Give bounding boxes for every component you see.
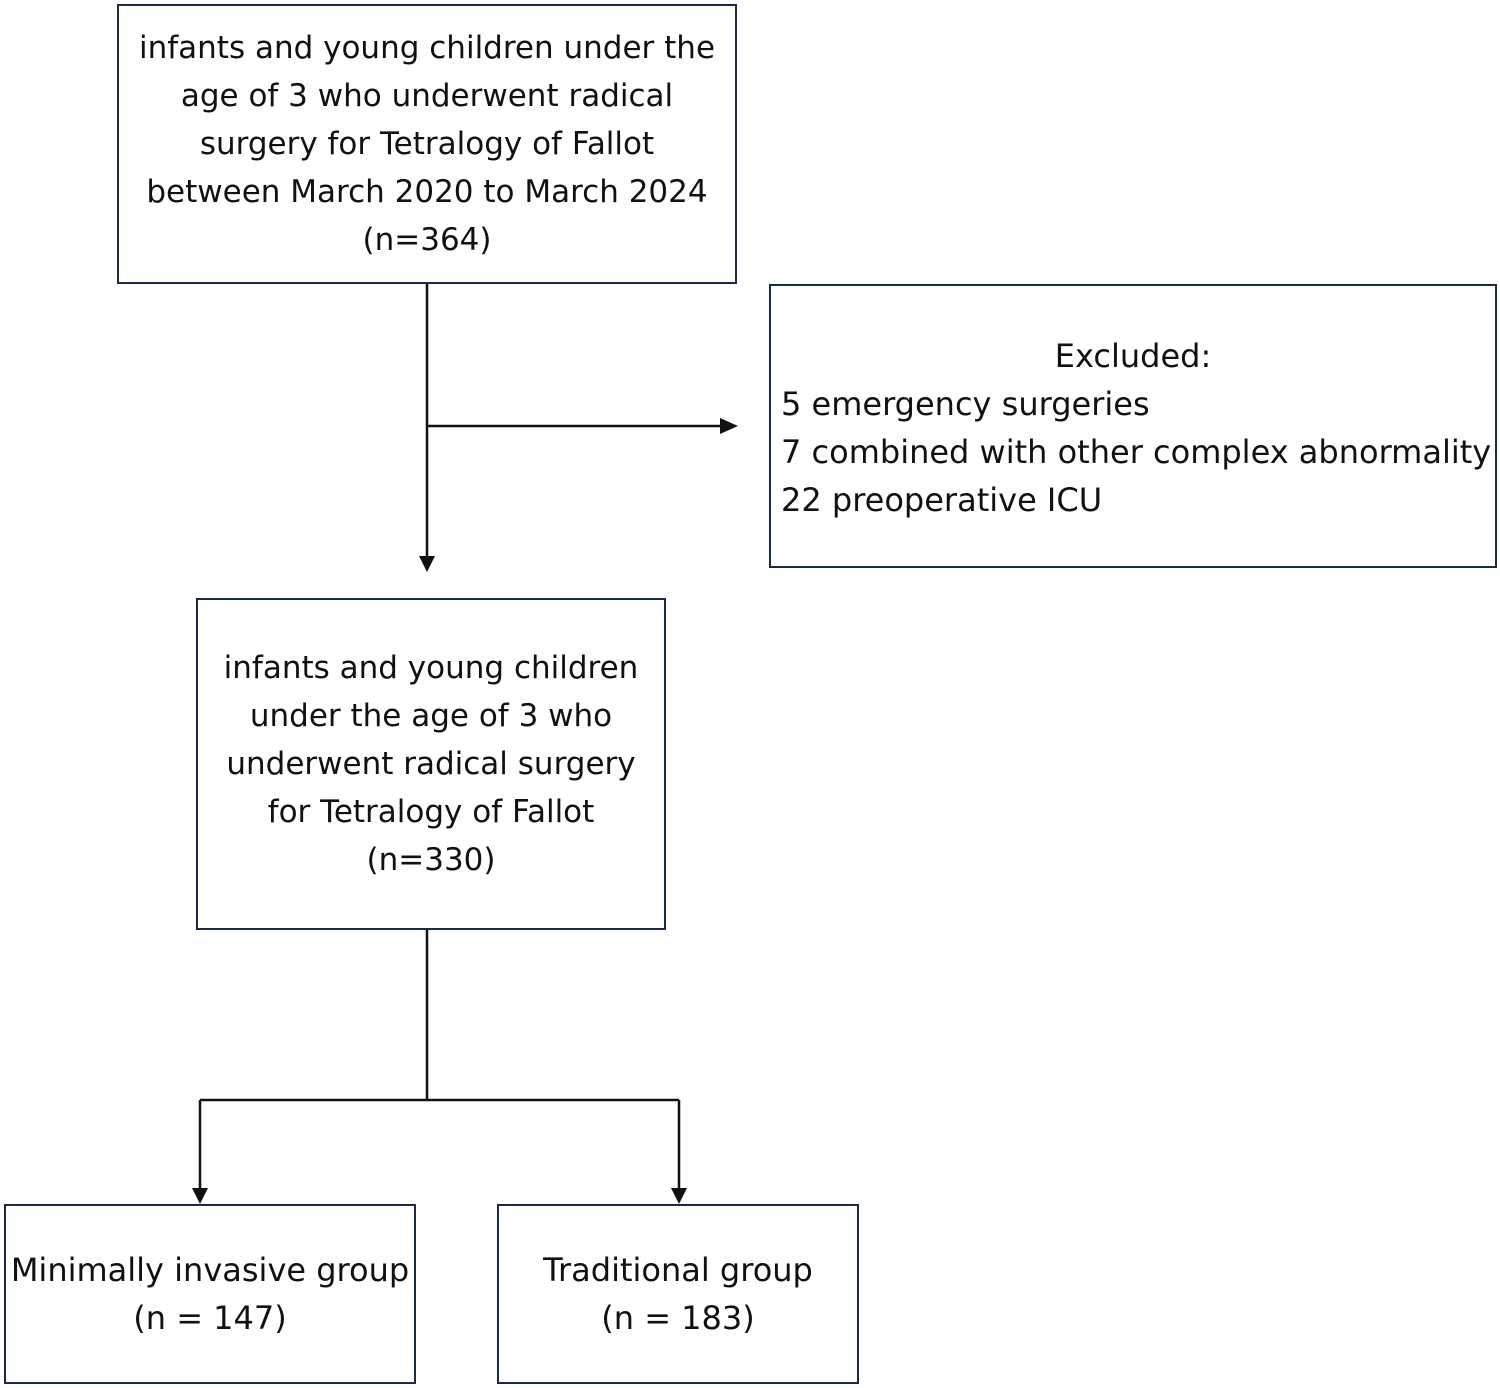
included-cohort-line-2: under the age of 3 who (249, 698, 613, 734)
total-cohort-line-1: infants and young children under the (138, 30, 716, 66)
total-cohort-line-4: between March 2020 to March 2024 (146, 174, 708, 210)
arrowhead-total-to-included (419, 556, 435, 572)
total-cohort-line-3: surgery for Tetralogy of Fallot (199, 126, 655, 162)
traditional-group-box: Traditional group (n = 183) (497, 1204, 859, 1384)
excluded-item-emergency: 5 emergency surgeries (781, 385, 1150, 423)
minimally-invasive-group-label: Minimally invasive group (10, 1251, 410, 1289)
minimally-invasive-group-box: Minimally invasive group (n = 147) (4, 1204, 416, 1384)
arrowhead-to-excluded (720, 418, 738, 434)
included-cohort-line-1: infants and young children (223, 650, 639, 686)
total-cohort-box: infants and young children under the age… (117, 4, 737, 284)
minimally-invasive-group-count: (n = 147) (133, 1299, 287, 1337)
included-cohort-box: infants and young children under the age… (196, 598, 666, 930)
total-cohort-line-2: age of 3 who underwent radical (180, 78, 674, 114)
total-cohort-count: (n=364) (362, 222, 492, 258)
excluded-item-preoperative-icu: 22 preoperative ICU (781, 481, 1103, 519)
included-cohort-line-4: for Tetralogy of Fallot (267, 794, 595, 830)
arrowhead-to-minimally-invasive (192, 1188, 208, 1204)
excluded-box: Excluded: 5 emergency surgeries 7 combin… (769, 284, 1497, 568)
traditional-group-count: (n = 183) (601, 1299, 755, 1337)
arrowhead-to-traditional (671, 1188, 687, 1204)
excluded-title: Excluded: (1054, 337, 1212, 375)
included-cohort-line-3: underwent radical surgery (226, 746, 636, 782)
included-cohort-count: (n=330) (366, 842, 496, 878)
excluded-item-complex-abnormality: 7 combined with other complex abnormalit… (781, 433, 1492, 471)
traditional-group-label: Traditional group (543, 1251, 813, 1289)
